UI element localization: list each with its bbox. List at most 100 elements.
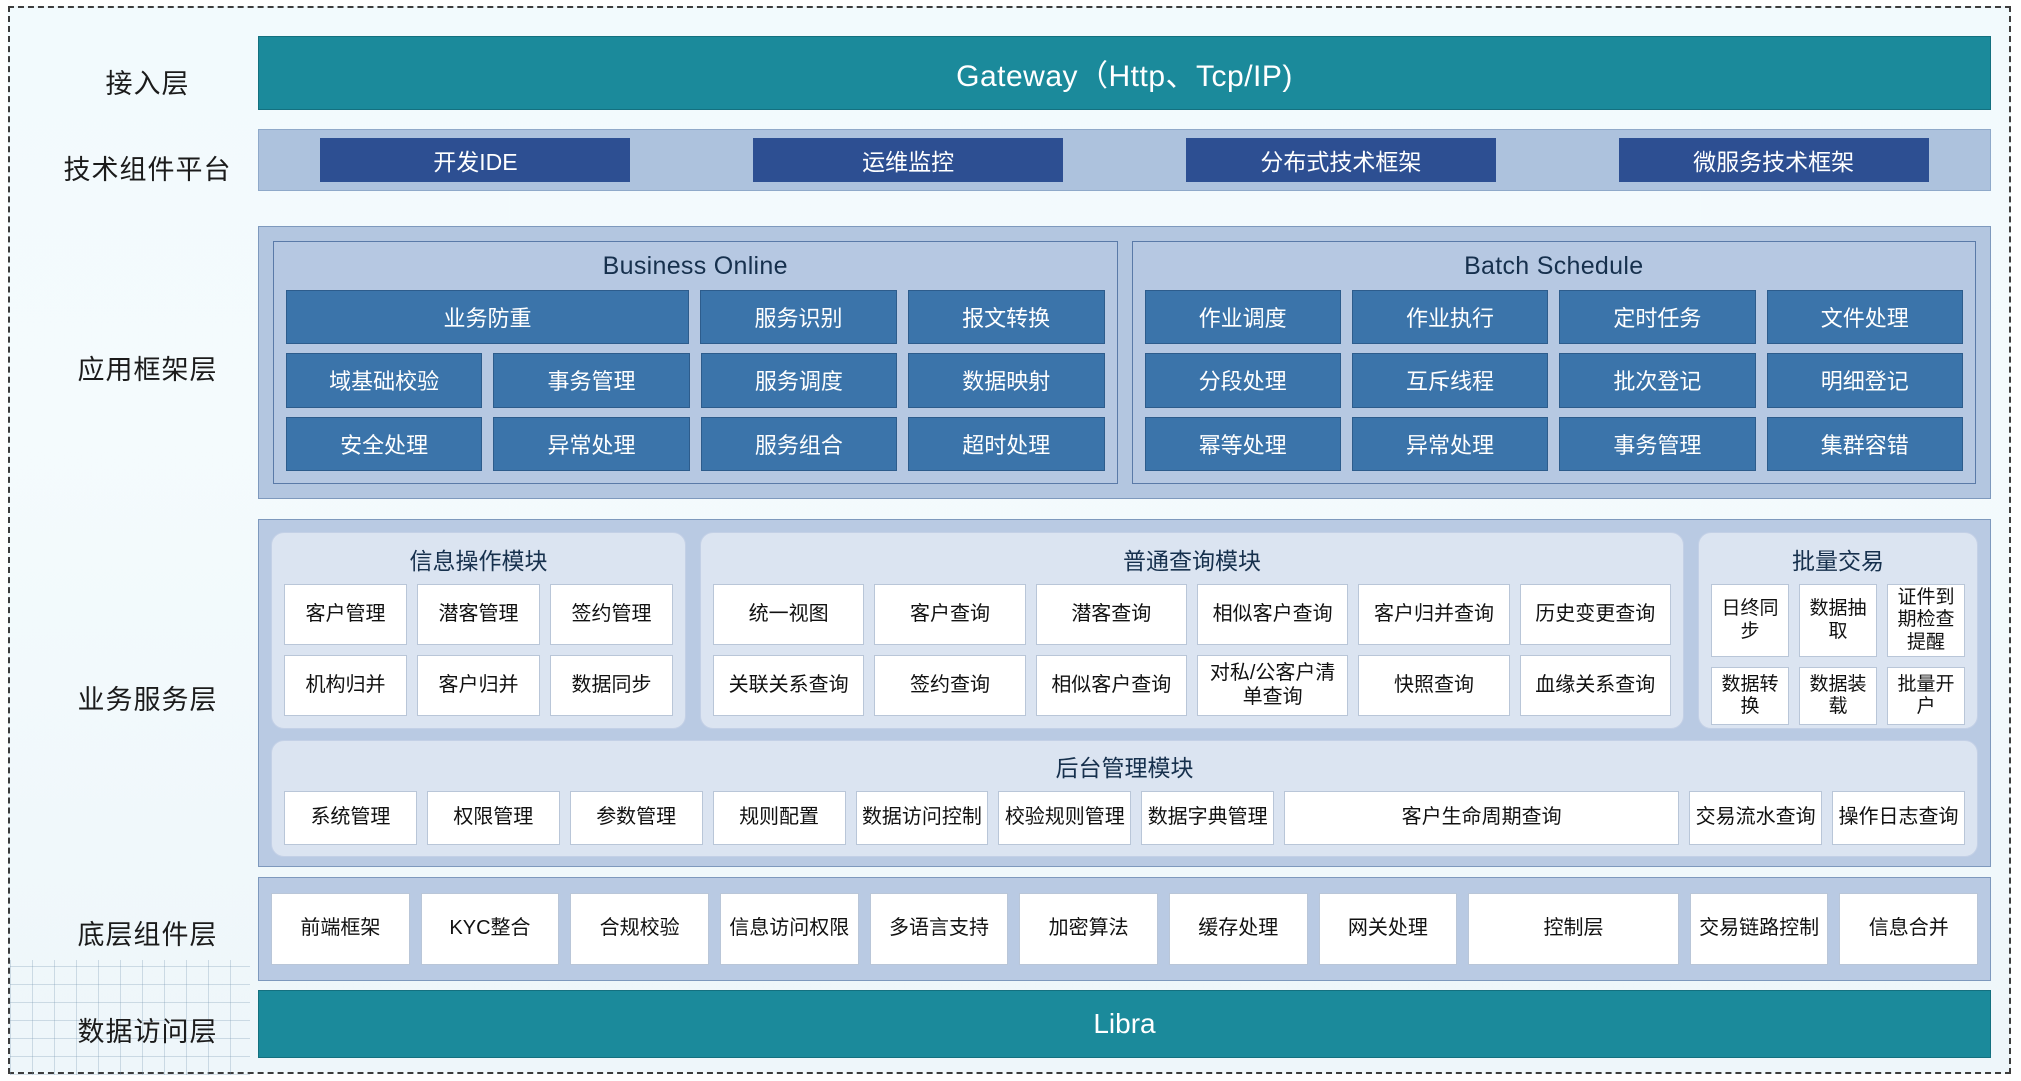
tech-platform-band: 开发IDE 运维监控 分布式技术框架 微服务技术框架 xyxy=(258,129,1991,191)
cell-contract-query[interactable]: 签约查询 xyxy=(874,655,1026,716)
layer-label-bottom: 底层组件层 xyxy=(77,920,218,950)
cell-info-access-permission[interactable]: 信息访问权限 xyxy=(719,893,859,965)
cell-data-extract[interactable]: 数据抽取 xyxy=(1799,584,1877,658)
batch-module-grid: 日终同步 数据抽取 证件到期检查提醒 数据转换 数据装载 批量开户 xyxy=(1711,584,1965,726)
cell-permission-mgmt[interactable]: 权限管理 xyxy=(426,791,560,845)
cell-customer-mgmt[interactable]: 客户管理 xyxy=(284,584,407,645)
cell-prospect-query[interactable]: 潜客查询 xyxy=(1035,584,1187,645)
cell-message-convert[interactable]: 报文转换 xyxy=(907,290,1105,345)
module-title-query: 普通查询模块 xyxy=(1123,548,1261,574)
cell-service-dispatch[interactable]: 服务调度 xyxy=(700,353,898,408)
cell-idempotent-process[interactable]: 幂等处理 xyxy=(1144,416,1341,471)
cell-service-compose[interactable]: 服务组合 xyxy=(700,416,898,471)
cell-data-sync[interactable]: 数据同步 xyxy=(550,655,673,716)
cell-service-identify[interactable]: 服务识别 xyxy=(700,290,897,345)
panel-batch-schedule: Batch Schedule 作业调度 作业执行 定时任务 文件处理 分段处理 … xyxy=(1131,241,1976,484)
tech-item-microservice[interactable]: 微服务技术框架 xyxy=(1618,138,1929,182)
cell-history-change-query[interactable]: 历史变更查询 xyxy=(1519,584,1671,645)
cell-compliance-check[interactable]: 合规校验 xyxy=(570,893,709,965)
cell-lineage-query[interactable]: 血缘关系查询 xyxy=(1519,655,1671,716)
cell-data-mapping[interactable]: 数据映射 xyxy=(908,353,1105,408)
cell-transaction-mgmt[interactable]: 事务管理 xyxy=(493,353,690,408)
cell-batch-transaction-mgmt[interactable]: 事务管理 xyxy=(1559,416,1756,471)
query-module-grid: 统一视图 客户查询 潜客查询 相似客户查询 客户归并查询 历史变更查询 关联关系… xyxy=(713,584,1671,716)
cell-cache-process[interactable]: 缓存处理 xyxy=(1168,893,1308,965)
cell-org-merge[interactable]: 机构归并 xyxy=(284,655,407,716)
info-module-row-2: 机构归并 客户归并 数据同步 xyxy=(284,655,673,716)
layer-label-dataaccess: 数据访问层 xyxy=(77,1017,218,1047)
business-online-row-2: 域基础校验 事务管理 服务调度 数据映射 xyxy=(286,353,1105,408)
cell-similar-customer-query[interactable]: 相似客户查询 xyxy=(1196,584,1349,645)
cell-customer-merge[interactable]: 客户归并 xyxy=(417,655,540,716)
cell-customer-lifecycle-query[interactable]: 客户生命周期查询 xyxy=(1284,791,1680,845)
tech-item-ide[interactable]: 开发IDE xyxy=(320,138,631,182)
cell-relation-query[interactable]: 关联关系查询 xyxy=(713,655,865,716)
cell-data-transform[interactable]: 数据转换 xyxy=(1711,667,1789,726)
module-title-info: 信息操作模块 xyxy=(409,548,548,574)
batch-module-row-2: 数据转换 数据装载 批量开户 xyxy=(1711,667,1965,726)
layer-label-bizservice: 业务服务层 xyxy=(77,685,218,715)
cell-batch-register[interactable]: 批次登记 xyxy=(1559,353,1756,408)
cell-multilanguage-support[interactable]: 多语言支持 xyxy=(869,893,1009,965)
cell-security-process[interactable]: 安全处理 xyxy=(286,416,483,471)
info-module-row-1: 客户管理 潜客管理 签约管理 xyxy=(284,584,673,645)
business-service-layer: 信息操作模块 客户管理 潜客管理 签约管理 机构归并 客户归并 数据同步 普通查… xyxy=(258,519,1991,867)
cell-data-access-control[interactable]: 数据访问控制 xyxy=(855,791,989,845)
cell-business-dedup[interactable]: 业务防重 xyxy=(286,290,690,345)
tech-item-distributed[interactable]: 分布式技术框架 xyxy=(1185,138,1496,182)
cell-batch-exception[interactable]: 异常处理 xyxy=(1351,416,1549,471)
cell-control-layer[interactable]: 控制层 xyxy=(1468,893,1679,965)
cell-timed-task[interactable]: 定时任务 xyxy=(1559,290,1756,345)
layer-label-appframe: 应用框架层 xyxy=(77,355,218,385)
cell-cluster-fault-tolerance[interactable]: 集群容错 xyxy=(1766,416,1963,471)
cell-exception-process[interactable]: 异常处理 xyxy=(493,416,690,471)
panel-info-module: 信息操作模块 客户管理 潜客管理 签约管理 机构归并 客户归并 数据同步 xyxy=(271,532,686,729)
cell-prospect-mgmt[interactable]: 潜客管理 xyxy=(417,584,540,645)
query-module-row-2: 关联关系查询 签约查询 相似客户查询 对私/公客户清单查询 快照查询 血缘关系查… xyxy=(713,655,1671,716)
cell-contract-mgmt[interactable]: 签约管理 xyxy=(550,584,673,645)
cell-gateway-process[interactable]: 网关处理 xyxy=(1318,893,1458,965)
business-online-row-3: 安全处理 异常处理 服务组合 超时处理 xyxy=(286,416,1105,471)
cell-job-schedule[interactable]: 作业调度 xyxy=(1144,290,1341,345)
cell-encryption-algorithm[interactable]: 加密算法 xyxy=(1019,893,1158,965)
cell-transaction-chain-control[interactable]: 交易链路控制 xyxy=(1689,893,1829,965)
cell-job-execute[interactable]: 作业执行 xyxy=(1351,290,1549,345)
cell-segment-process[interactable]: 分段处理 xyxy=(1144,353,1341,408)
cell-data-load[interactable]: 数据装载 xyxy=(1799,667,1877,726)
cell-private-corp-list-query[interactable]: 对私/公客户清单查询 xyxy=(1196,655,1349,716)
cell-system-mgmt[interactable]: 系统管理 xyxy=(284,791,417,845)
cell-validation-rule-mgmt[interactable]: 校验规则管理 xyxy=(998,791,1132,845)
cell-timeout-process[interactable]: 超时处理 xyxy=(908,416,1105,471)
panel-business-online: Business Online 业务防重 服务识别 报文转换 域基础校验 事务管… xyxy=(273,241,1118,484)
batch-schedule-row-3: 幂等处理 异常处理 事务管理 集群容错 xyxy=(1144,416,1963,471)
cell-customer-merge-query[interactable]: 客户归并查询 xyxy=(1358,584,1510,645)
cell-frontend-framework[interactable]: 前端框架 xyxy=(271,893,410,965)
panel-title-batch-schedule: Batch Schedule xyxy=(1464,252,1644,280)
cell-batch-open-account[interactable]: 批量开户 xyxy=(1887,667,1965,726)
cell-detail-register[interactable]: 明细登记 xyxy=(1766,353,1963,408)
cell-data-dictionary-mgmt[interactable]: 数据字典管理 xyxy=(1141,791,1275,845)
cell-customer-query[interactable]: 客户查询 xyxy=(874,584,1026,645)
cell-eod-sync[interactable]: 日终同步 xyxy=(1711,584,1789,658)
cell-kyc-integration[interactable]: KYC整合 xyxy=(420,893,560,965)
panel-admin-module: 后台管理模块 系统管理 权限管理 参数管理 规则配置 数据访问控制 校验规则管理… xyxy=(271,740,1978,857)
panel-query-module: 普通查询模块 统一视图 客户查询 潜客查询 相似客户查询 客户归并查询 历史变更… xyxy=(700,532,1684,729)
cell-domain-validate[interactable]: 域基础校验 xyxy=(286,353,483,408)
batch-schedule-row-2: 分段处理 互斥线程 批次登记 明细登记 xyxy=(1144,353,1963,408)
cell-id-expiry-alert[interactable]: 证件到期检查提醒 xyxy=(1887,584,1965,658)
cell-similar-customer-query-2[interactable]: 相似客户查询 xyxy=(1035,655,1187,716)
layer-label-tech: 技术组件平台 xyxy=(63,155,232,185)
cell-unified-view[interactable]: 统一视图 xyxy=(713,584,865,645)
cell-transaction-log-query[interactable]: 交易流水查询 xyxy=(1689,791,1823,845)
cell-operation-log-query[interactable]: 操作日志查询 xyxy=(1832,791,1965,845)
cell-file-process[interactable]: 文件处理 xyxy=(1766,290,1963,345)
bottom-component-layer: 前端框架 KYC整合 合规校验 信息访问权限 多语言支持 加密算法 缓存处理 网… xyxy=(258,877,1991,981)
cell-rule-config[interactable]: 规则配置 xyxy=(712,791,846,845)
cell-mutex-thread[interactable]: 互斥线程 xyxy=(1351,353,1549,408)
panel-title-business-online: Business Online xyxy=(602,252,788,280)
cell-parameter-mgmt[interactable]: 参数管理 xyxy=(569,791,703,845)
cell-snapshot-query[interactable]: 快照查询 xyxy=(1358,655,1510,716)
tech-item-ops[interactable]: 运维监控 xyxy=(753,138,1064,182)
business-online-grid: 业务防重 服务识别 报文转换 域基础校验 事务管理 服务调度 数据映射 安全处理… xyxy=(286,290,1105,471)
cell-info-merge[interactable]: 信息合并 xyxy=(1839,893,1979,965)
